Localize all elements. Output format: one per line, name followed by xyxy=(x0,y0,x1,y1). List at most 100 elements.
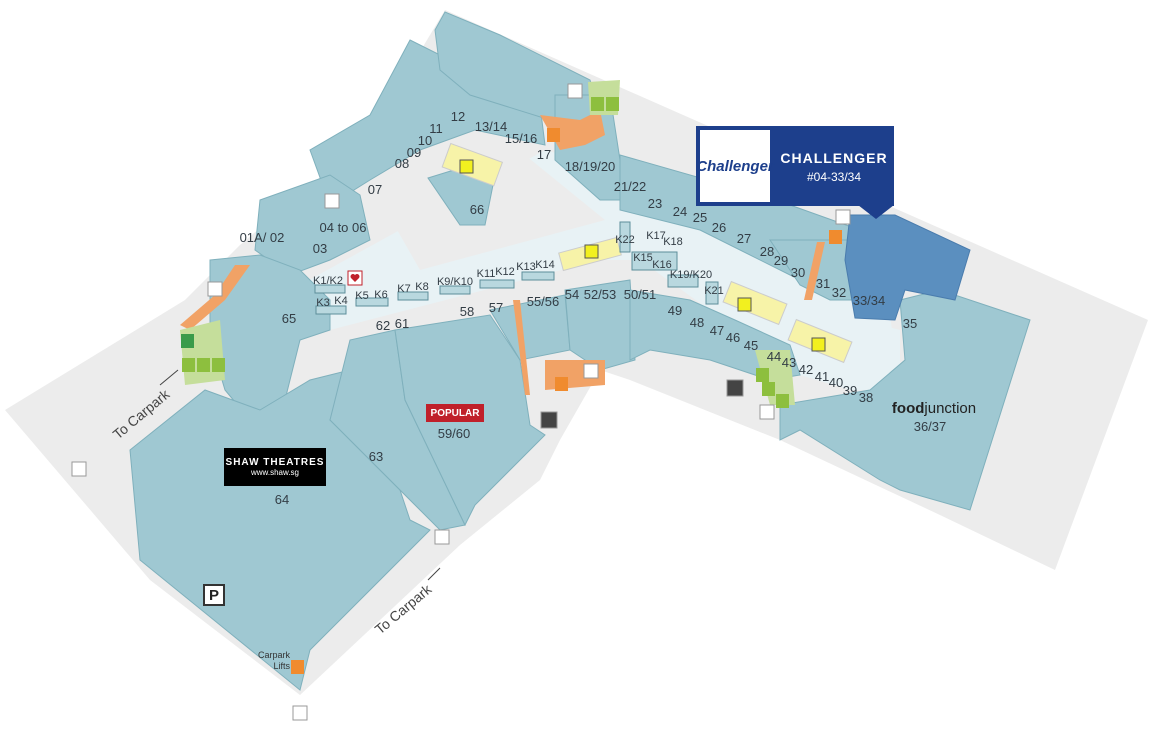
unit-label[interactable]: 15/16 xyxy=(505,131,538,146)
unit-label[interactable]: 65 xyxy=(282,311,296,326)
kiosk-label[interactable]: K1/K2 xyxy=(313,275,343,287)
shaw-theatres-logo[interactable]: SHAW THEATRES www.shaw.sg xyxy=(224,448,326,486)
unit-label[interactable]: 54 xyxy=(565,287,579,302)
kiosk-blocks xyxy=(314,221,719,315)
toilet-icon xyxy=(756,368,769,382)
unit-label[interactable]: 63 xyxy=(369,449,383,464)
unit-label[interactable]: 10 xyxy=(418,133,432,148)
kiosk-label[interactable]: K4 xyxy=(334,295,347,307)
unit-label[interactable]: 36/37 xyxy=(914,419,947,434)
kiosk-label[interactable]: K19/K20 xyxy=(670,269,712,281)
kiosk-label[interactable]: K7 xyxy=(397,283,410,295)
service-corridor-west xyxy=(180,265,250,330)
unit-block-30-32 xyxy=(769,239,871,301)
unit-label[interactable]: 48 xyxy=(690,315,704,330)
unit-label[interactable]: 33/34 xyxy=(853,293,886,308)
unit-label[interactable]: 03 xyxy=(313,241,327,256)
unit-label[interactable]: 46 xyxy=(726,330,740,345)
unit-label[interactable]: 61 xyxy=(395,316,409,331)
unit-label[interactable]: 40 xyxy=(829,375,843,390)
unit-label[interactable]: 29 xyxy=(774,253,788,268)
unit-label[interactable]: 66 xyxy=(470,202,484,217)
unit-label[interactable]: 04 to 06 xyxy=(320,220,367,235)
unit-label[interactable]: 11 xyxy=(429,121,443,136)
kiosk-label[interactable]: K13 xyxy=(516,261,536,273)
accessible-toilet-icon xyxy=(606,97,619,111)
unit-label[interactable]: 07 xyxy=(368,182,382,197)
kiosk-label[interactable]: K11 xyxy=(477,268,496,280)
unit-label[interactable]: 55/56 xyxy=(527,294,560,309)
lift-icon xyxy=(181,334,194,348)
family-room-icon xyxy=(762,382,775,396)
popular-text: POPULAR xyxy=(430,407,480,419)
unit-label[interactable]: 28 xyxy=(760,244,774,259)
kiosk-label[interactable]: K16 xyxy=(652,259,672,271)
unit-label[interactable]: 57 xyxy=(489,300,503,315)
unit-label[interactable]: 12 xyxy=(451,109,465,124)
unit-label[interactable]: 38 xyxy=(859,390,873,405)
unit-label[interactable]: 42 xyxy=(799,362,813,377)
unit-label[interactable]: 08 xyxy=(395,156,409,171)
unit-label[interactable]: 49 xyxy=(668,303,682,318)
unit-label[interactable]: 45 xyxy=(744,338,758,353)
unit-label[interactable]: 31 xyxy=(816,276,830,291)
unit-label[interactable]: 24 xyxy=(673,204,687,219)
unit-label[interactable]: 01A/ 02 xyxy=(240,230,285,245)
escalator-icon xyxy=(737,297,752,312)
unit-label[interactable]: 09 xyxy=(407,145,421,160)
unit-label[interactable]: 58 xyxy=(460,304,474,319)
unit-label[interactable]: 43 xyxy=(782,355,796,370)
shaw-url: www.shaw.sg xyxy=(250,468,300,477)
staircase-icons xyxy=(71,83,851,721)
staircase-icon xyxy=(434,529,450,545)
staircase-icon xyxy=(207,281,223,297)
kiosk-label[interactable]: K17 xyxy=(646,230,666,242)
kiosk-block-k22 xyxy=(619,221,631,253)
challenger-logo: Challenger xyxy=(696,130,774,202)
kiosk-label[interactable]: K21 xyxy=(704,285,724,297)
unit-label[interactable]: 32 xyxy=(832,285,846,300)
kiosk-label[interactable]: K14 xyxy=(535,259,555,271)
unit-label[interactable]: 13/14 xyxy=(475,119,508,134)
unit-label[interactable]: 25 xyxy=(693,210,707,225)
unit-label[interactable]: 44 xyxy=(767,349,781,364)
staircase-icon xyxy=(324,193,340,209)
unit-label[interactable]: 30 xyxy=(791,265,805,280)
lift-icon xyxy=(555,377,568,391)
kiosk-label[interactable]: K8 xyxy=(415,281,428,293)
unit-label[interactable]: 59/60 xyxy=(438,426,471,441)
kiosk-label[interactable]: K15 xyxy=(633,252,653,264)
unit-label[interactable]: 18/19/20 xyxy=(565,159,616,174)
kiosk-block-k1 xyxy=(314,284,346,294)
unit-label[interactable]: 47 xyxy=(710,323,724,338)
kiosk-label[interactable]: K5 xyxy=(355,290,368,302)
escalator-icons xyxy=(459,159,826,352)
kiosk-label[interactable]: K3 xyxy=(316,297,329,309)
kiosk-label[interactable]: K18 xyxy=(663,236,683,248)
unit-label[interactable]: 41 xyxy=(815,369,829,384)
unit-label[interactable]: 26 xyxy=(712,220,726,235)
unit-label[interactable]: 17 xyxy=(537,147,551,162)
family-room-icon xyxy=(182,358,195,372)
kiosk-block-k9 xyxy=(439,285,471,295)
popular-logo[interactable]: POPULAR xyxy=(426,404,484,422)
store-callout[interactable]: Challenger CHALLENGER #04-33/34 xyxy=(696,126,894,206)
kiosk-label[interactable]: K9/K10 xyxy=(437,276,473,288)
unit-label[interactable]: 21/22 xyxy=(614,179,647,194)
unit-label[interactable]: 27 xyxy=(737,231,751,246)
unit-label[interactable]: 39 xyxy=(843,383,857,398)
kiosk-label[interactable]: K12 xyxy=(495,266,515,278)
unit-label[interactable]: 64 xyxy=(275,492,289,507)
staircase-icon xyxy=(583,363,599,379)
kiosk-label[interactable]: K22 xyxy=(615,234,635,246)
unit-label[interactable]: 62 xyxy=(376,318,390,333)
to-carpark-bottom-line xyxy=(427,567,441,581)
unit-label[interactable]: 50/51 xyxy=(624,287,657,302)
unit-label[interactable]: 23 xyxy=(648,196,662,211)
unit-label[interactable]: 35 xyxy=(903,316,917,331)
unit-label[interactable]: 52/53 xyxy=(584,287,617,302)
kiosk-label[interactable]: K6 xyxy=(374,289,387,301)
